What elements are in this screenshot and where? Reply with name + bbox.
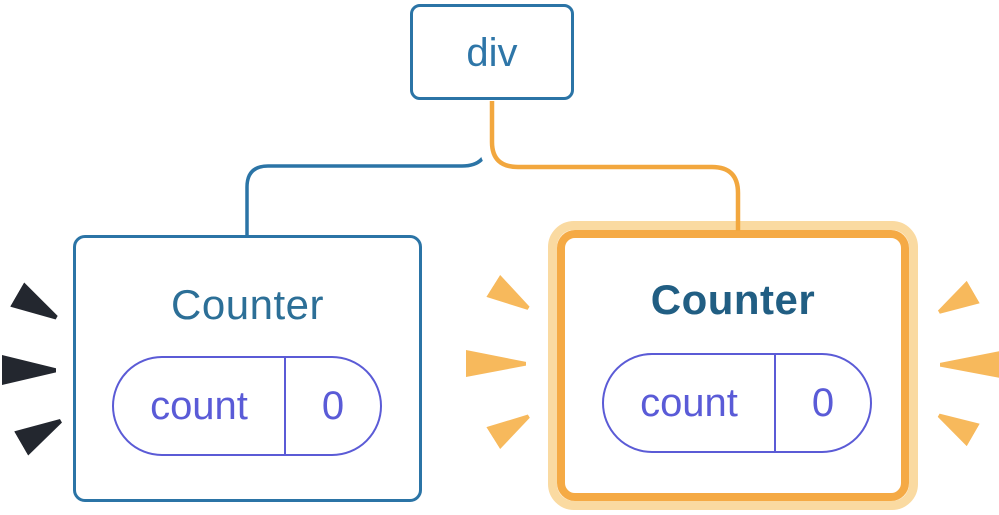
state-pill-right: count 0 — [602, 353, 872, 453]
spark-icon — [940, 351, 999, 378]
root-node: div — [410, 4, 574, 100]
spark-icon — [486, 405, 535, 449]
connector-left-blue — [245, 101, 490, 237]
connector-right-orange — [489, 101, 741, 231]
connector-right-casing — [479, 101, 751, 220]
spark-icon — [486, 275, 535, 319]
counter-title-left: Counter — [171, 281, 324, 328]
counter-title-right: Counter — [650, 276, 816, 323]
state-value-left: 0 — [284, 358, 380, 454]
root-node-label: div — [466, 31, 518, 75]
spark-icon — [14, 408, 68, 455]
spark-icon — [932, 281, 980, 324]
counter-card-left: Counter count 0 — [73, 235, 422, 502]
spark-icon — [466, 350, 526, 377]
spark-icon — [932, 404, 980, 447]
spark-icon — [2, 355, 56, 385]
state-key-left: count — [150, 383, 248, 428]
spark-icon — [10, 282, 64, 329]
state-value-right: 0 — [774, 355, 870, 451]
state-pill-left: count 0 — [112, 356, 382, 456]
state-key-right: count — [640, 380, 738, 425]
counter-card-right: Counter count 0 — [548, 221, 918, 510]
